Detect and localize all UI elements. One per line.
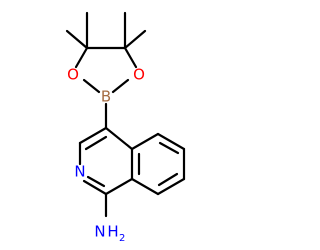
oxygen-left-label: O [67,66,79,84]
structure-canvas: B O O N N H 2 [65,11,186,244]
bond-c1-c8a [104,177,134,196]
methyl-bond-1 [65,29,89,50]
bond-o2-b [111,78,130,94]
molecule-diagram: B O O N N H 2 [65,11,186,244]
boron-label: B [101,88,111,106]
amine-subscript-2: 2 [119,233,125,244]
ring-nitrogen-label: N [74,163,85,181]
bond-c4-c3 [78,126,108,145]
amine-nitrogen-label: N [94,223,105,241]
oxygen-right-label: O [133,66,145,84]
bond-c5-c6 [156,132,186,151]
bond-c2-o2 [123,46,138,69]
double-bond-c3-c4 [84,135,108,151]
bond-c8-c8a [130,177,160,196]
bond-n2-c1 [82,179,108,196]
double-bond-c5-c6 [158,141,180,155]
bond-c4a-c5 [130,132,160,151]
bond-o1-b [82,78,101,94]
double-bond-c7-c8 [157,172,179,187]
amine-hydrogen-label: H [107,223,118,241]
bond-c1-o1 [74,46,89,69]
bond-c4a-c4 [104,126,134,151]
bond-c7-c8 [156,177,186,196]
methyl-bond-4 [123,29,147,50]
double-bond-c1-n2 [86,175,106,188]
